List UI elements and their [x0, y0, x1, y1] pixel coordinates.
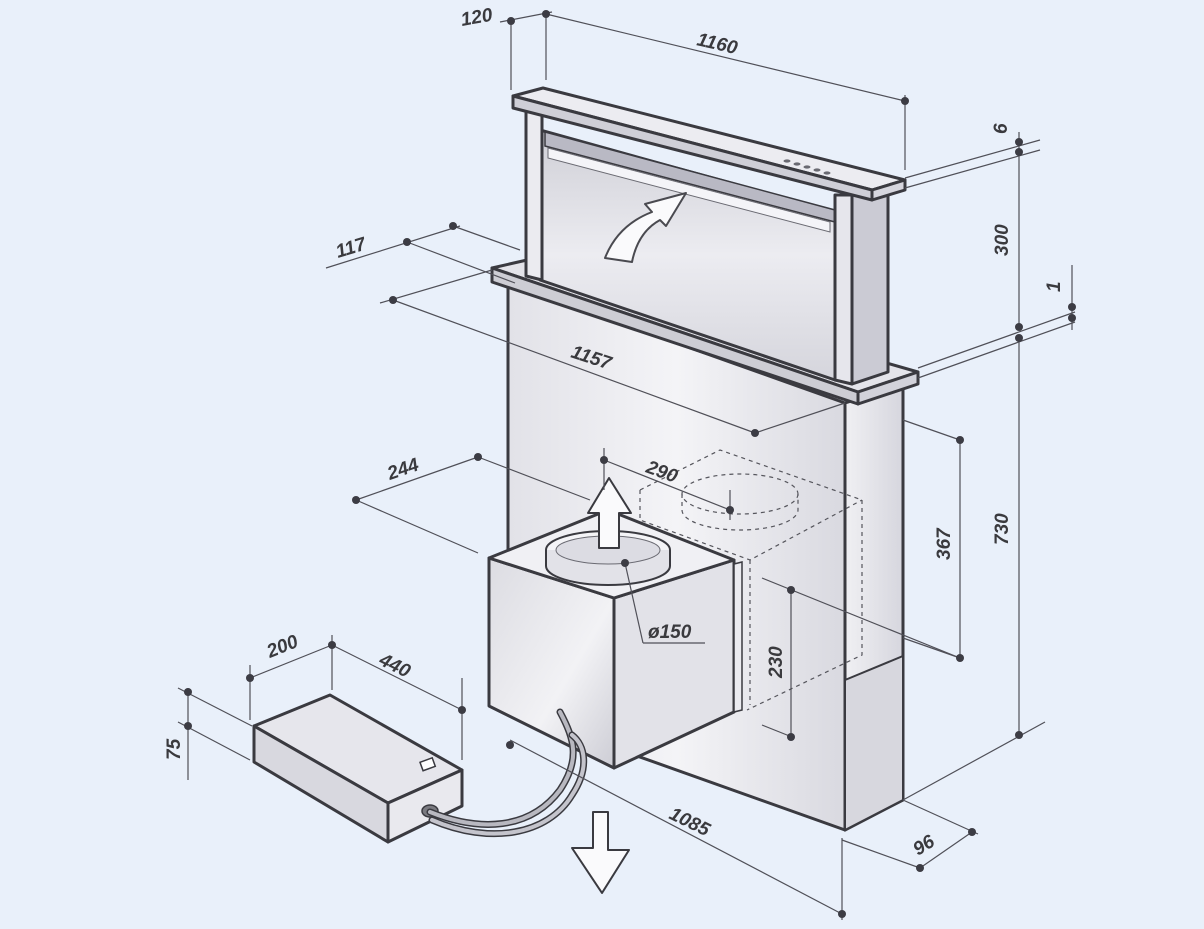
- rising-panel: [524, 106, 890, 386]
- dim-200: 200: [263, 631, 302, 663]
- airflow-arrow-icon: [604, 192, 687, 263]
- dim-440: 440: [375, 649, 414, 682]
- dim-367: 367: [934, 527, 955, 560]
- dim-120: 120: [459, 5, 494, 31]
- air-up-arrow-icon: [587, 477, 632, 549]
- hidden-duct: [639, 449, 863, 711]
- motor-box: [487, 508, 743, 770]
- dim-75: 75: [164, 738, 185, 760]
- dim-6: 6: [991, 123, 1012, 134]
- air-down-arrow-icon: [571, 811, 630, 894]
- dim-230: 230: [766, 646, 787, 679]
- dim-117: 117: [333, 233, 369, 262]
- dim-1085: 1085: [666, 804, 714, 842]
- dim-96: 96: [910, 831, 939, 860]
- dim-244: 244: [384, 454, 422, 485]
- dim-730: 730: [992, 513, 1013, 545]
- dim-1160: 1160: [695, 29, 740, 59]
- top-cap: [511, 86, 907, 202]
- dimension-dots: [184, 10, 1076, 918]
- dim-150: ø150: [648, 622, 692, 643]
- electronics-box: [252, 693, 464, 844]
- cables: [426, 708, 588, 838]
- dim-300: 300: [992, 224, 1013, 256]
- control-buttons: [783, 159, 831, 175]
- dim-1: 1: [1044, 281, 1065, 292]
